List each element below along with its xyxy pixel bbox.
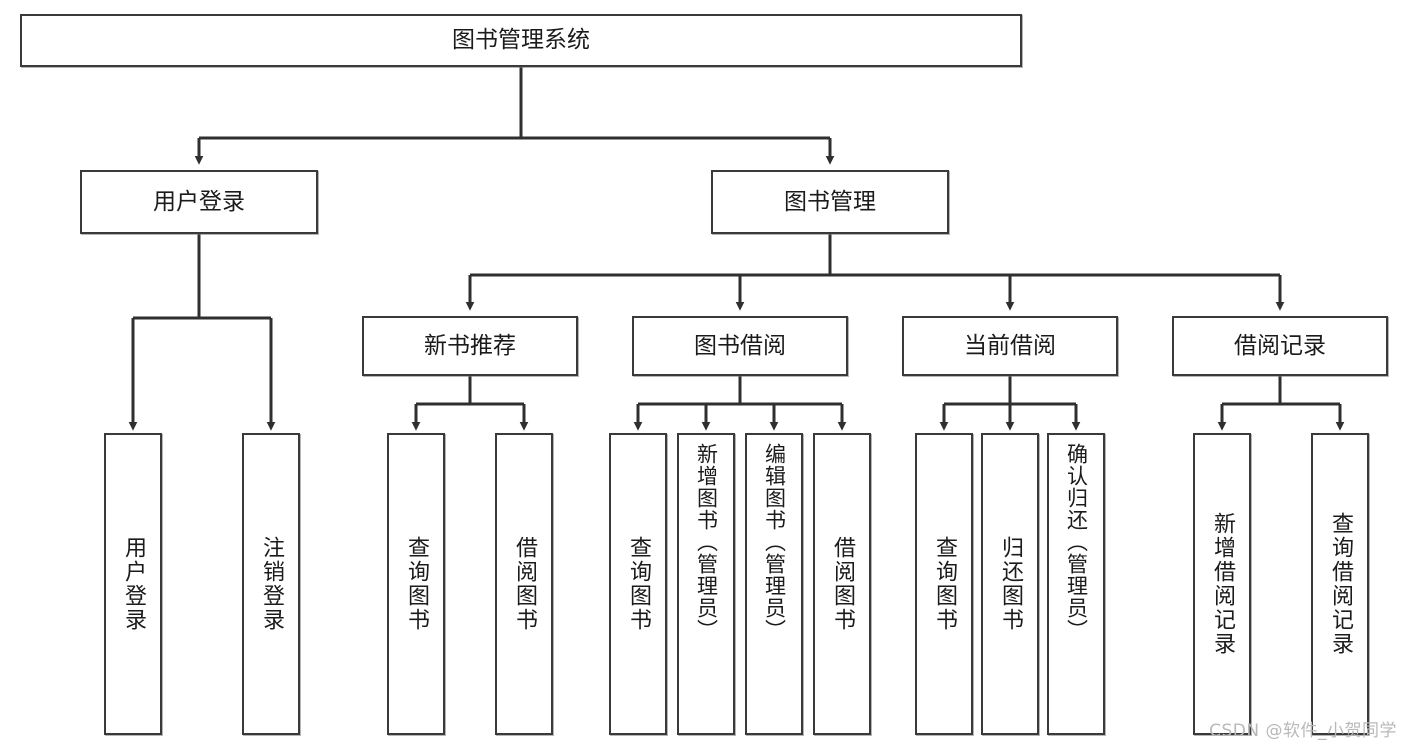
node-user-login[interactable]: 用户登录 bbox=[80, 170, 318, 234]
node-current-borrow[interactable]: 当前借阅 bbox=[902, 316, 1118, 376]
node-label: 用户登录 bbox=[121, 536, 146, 632]
leaf-user-login[interactable]: 用户登录 bbox=[104, 433, 162, 735]
node-label: 查询图书 bbox=[932, 536, 957, 632]
node-label: 查询借阅记录 bbox=[1328, 512, 1353, 656]
leaf-add-borrow-record[interactable]: 新增借阅记录 bbox=[1193, 433, 1251, 735]
leaf-query-book-new[interactable]: 查询图书 bbox=[387, 433, 445, 735]
node-label: 图书管理系统 bbox=[452, 27, 590, 54]
node-label: 图书借阅 bbox=[694, 332, 786, 359]
leaf-borrow-book[interactable]: 借阅图书 bbox=[813, 433, 871, 735]
leaf-confirm-return-admin[interactable]: 确认归还（管理员） bbox=[1047, 433, 1105, 735]
node-label: 用户登录 bbox=[153, 188, 245, 215]
node-label: 确认归还（管理员） bbox=[1064, 443, 1089, 641]
leaf-return-book[interactable]: 归还图书 bbox=[981, 433, 1039, 735]
node-label: 注销登录 bbox=[259, 536, 284, 632]
node-label: 查询图书 bbox=[626, 536, 651, 632]
leaf-borrow-book-new[interactable]: 借阅图书 bbox=[495, 433, 553, 735]
leaf-query-book-current[interactable]: 查询图书 bbox=[915, 433, 973, 735]
node-label: 查询图书 bbox=[404, 536, 429, 632]
leaf-user-logout[interactable]: 注销登录 bbox=[242, 433, 300, 735]
node-label: 借阅记录 bbox=[1234, 332, 1326, 359]
node-new-book-recommend[interactable]: 新书推荐 bbox=[362, 316, 578, 376]
node-label: 新书推荐 bbox=[424, 332, 516, 359]
node-root-system[interactable]: 图书管理系统 bbox=[20, 14, 1022, 67]
node-book-borrow[interactable]: 图书借阅 bbox=[632, 316, 848, 376]
leaf-query-book-borrow[interactable]: 查询图书 bbox=[609, 433, 667, 735]
node-label: 借阅图书 bbox=[512, 536, 537, 632]
node-book-management[interactable]: 图书管理 bbox=[711, 170, 949, 234]
node-borrow-record[interactable]: 借阅记录 bbox=[1172, 316, 1388, 376]
node-label: 新增借阅记录 bbox=[1210, 512, 1235, 656]
node-label: 新增图书（管理员） bbox=[694, 443, 719, 641]
node-label: 归还图书 bbox=[998, 536, 1023, 632]
leaf-query-borrow-record[interactable]: 查询借阅记录 bbox=[1311, 433, 1369, 735]
node-label: 当前借阅 bbox=[964, 332, 1056, 359]
node-label: 借阅图书 bbox=[830, 536, 855, 632]
leaf-edit-book-admin[interactable]: 编辑图书（管理员） bbox=[745, 433, 803, 735]
node-label: 图书管理 bbox=[784, 188, 876, 215]
leaf-add-book-admin[interactable]: 新增图书（管理员） bbox=[677, 433, 735, 735]
node-label: 编辑图书（管理员） bbox=[762, 443, 787, 641]
